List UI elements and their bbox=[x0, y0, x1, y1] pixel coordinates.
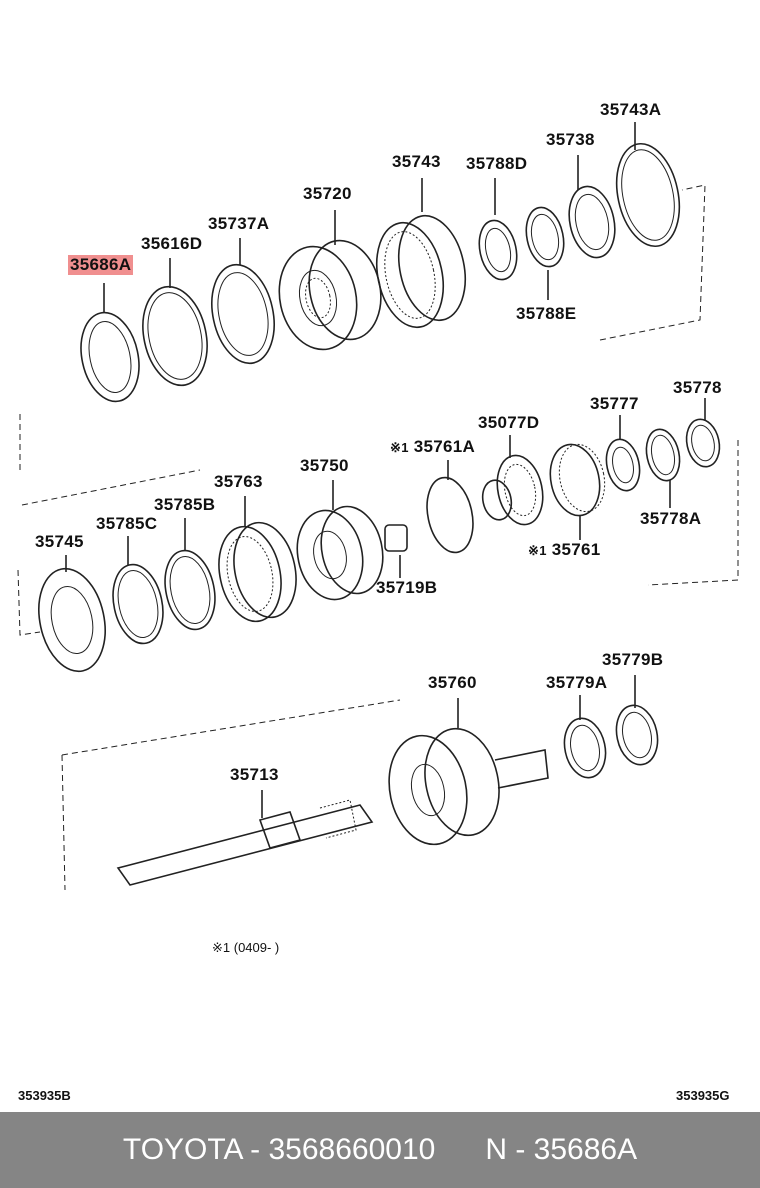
part-35743-ring-gear bbox=[376, 178, 466, 329]
label-35743A[interactable]: 35743A bbox=[600, 100, 662, 119]
footer-bar: TOYOTA - 3568660010 N - 35686A bbox=[0, 1112, 760, 1188]
footer-brand-part-number: TOYOTA - 3568660010 bbox=[122, 1133, 436, 1166]
label-35760[interactable]: 35760 bbox=[428, 673, 477, 692]
footer-reference: N - 35686A bbox=[485, 1133, 638, 1166]
part-35760-carrier bbox=[388, 698, 549, 846]
part-35761-gear bbox=[549, 443, 606, 540]
label-35737A[interactable]: 35737A bbox=[208, 214, 270, 233]
label-35719B[interactable]: 35719B bbox=[376, 578, 438, 597]
diagram-code-left: 353935B bbox=[18, 1088, 71, 1103]
part-35745-ring bbox=[38, 555, 106, 673]
part-35779A-race bbox=[563, 695, 607, 779]
label-35738[interactable]: 35738 bbox=[546, 130, 595, 149]
label-35785B[interactable]: 35785B bbox=[154, 495, 216, 514]
label-35788D[interactable]: 35788D bbox=[466, 154, 528, 173]
label-35720[interactable]: 35720 bbox=[303, 184, 352, 203]
label-35077D[interactable]: 35077D bbox=[478, 413, 540, 432]
part-35785C-ring bbox=[112, 536, 164, 645]
label-35686A-highlighted[interactable]: 35686A bbox=[68, 255, 134, 275]
label-35788E[interactable]: 35788E bbox=[516, 304, 577, 323]
part-35778-race bbox=[685, 398, 721, 468]
label-35778A[interactable]: 35778A bbox=[640, 509, 702, 528]
part-35720-carrier bbox=[278, 210, 382, 351]
part-35788E-race bbox=[525, 206, 565, 300]
part-35719B-bearing bbox=[384, 524, 408, 578]
label-35778[interactable]: 35778 bbox=[673, 378, 722, 397]
part-35077D-hub bbox=[481, 435, 544, 526]
part-35750-carrier bbox=[296, 480, 384, 601]
label-35761A-prefix: ※1 bbox=[390, 440, 409, 455]
part-35778A-race bbox=[645, 428, 681, 508]
label-35743[interactable]: 35743 bbox=[392, 152, 441, 171]
label-35785C[interactable]: 35785C bbox=[96, 514, 158, 533]
label-35779A[interactable]: 35779A bbox=[546, 673, 608, 692]
part-35737A-ring bbox=[211, 238, 275, 365]
label-35713[interactable]: 35713 bbox=[230, 765, 279, 784]
label-35777[interactable]: 35777 bbox=[590, 394, 639, 413]
part-35616D-ring bbox=[142, 258, 208, 387]
diagram-code-right: 353935G bbox=[676, 1088, 730, 1103]
part-35743A-snap-ring bbox=[615, 122, 681, 248]
exploded-view-diagram bbox=[17, 122, 739, 891]
part-35779B-race bbox=[615, 675, 659, 766]
label-35761-id: 35761 bbox=[551, 540, 601, 559]
label-35616D[interactable]: 35616D bbox=[141, 234, 203, 253]
part-35777-bearing bbox=[605, 415, 641, 492]
label-35763[interactable]: 35763 bbox=[214, 472, 263, 491]
label-35779B[interactable]: 35779B bbox=[602, 650, 664, 669]
bottom-group-frame bbox=[61, 699, 401, 891]
part-35738-thrust-washer bbox=[568, 155, 616, 259]
middle-group-frame bbox=[17, 440, 739, 636]
label-35761A[interactable]: ※1 35761A bbox=[390, 437, 475, 458]
part-35761A-snap-ring bbox=[426, 460, 474, 554]
label-35761A-id: 35761A bbox=[413, 437, 476, 456]
top-group-frame bbox=[19, 184, 706, 470]
part-35763-ring-gear bbox=[218, 496, 297, 623]
label-35750[interactable]: 35750 bbox=[300, 456, 349, 475]
part-35788D-bearing bbox=[478, 178, 518, 281]
part-35686A-ring bbox=[80, 283, 140, 403]
label-35761-prefix: ※1 bbox=[528, 543, 547, 558]
label-35761[interactable]: ※1 35761 bbox=[528, 540, 601, 561]
part-35785B-ring bbox=[164, 518, 216, 631]
part-35713-shaft bbox=[116, 790, 374, 886]
label-35745[interactable]: 35745 bbox=[35, 532, 84, 551]
footnote: ※1 (0409- ) bbox=[212, 940, 280, 955]
